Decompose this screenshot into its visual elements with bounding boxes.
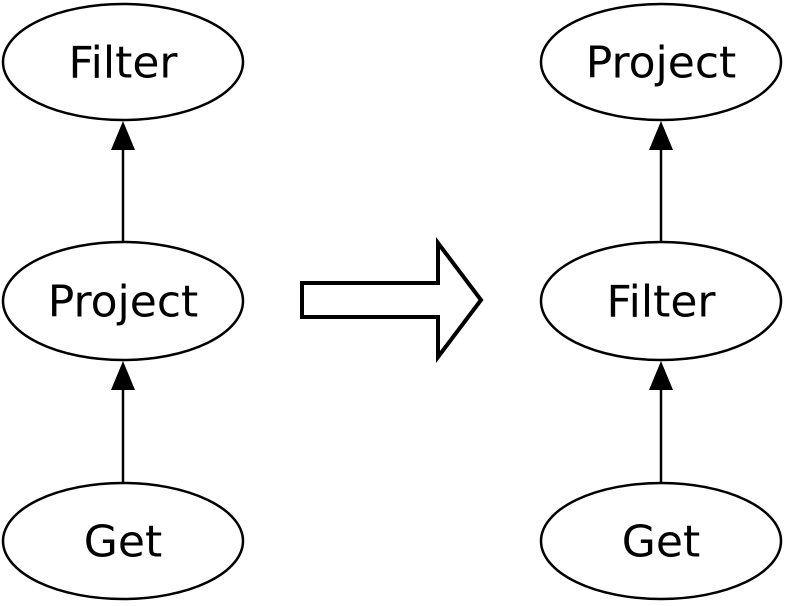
arrowhead-up-icon bbox=[649, 361, 673, 390]
node-label: Get bbox=[84, 516, 162, 567]
node-ellipse bbox=[539, 2, 783, 122]
node-label: Project bbox=[48, 276, 199, 327]
node-ellipse bbox=[1, 240, 245, 362]
node-label: Project bbox=[586, 37, 737, 88]
block-arrow-right-icon bbox=[300, 237, 484, 363]
arrowhead-up-icon bbox=[111, 361, 135, 390]
node-ellipse bbox=[539, 240, 783, 362]
arrowhead-up-icon bbox=[111, 121, 135, 150]
node-ellipse bbox=[539, 481, 783, 601]
node-ellipse bbox=[1, 481, 245, 601]
node-label: Get bbox=[622, 516, 700, 567]
arrowhead-up-icon bbox=[649, 121, 673, 150]
node-ellipse bbox=[1, 2, 245, 122]
after-graph: Project Filter Get bbox=[539, 2, 783, 601]
before-graph: Filter Project Get bbox=[1, 2, 245, 601]
node-label: Filter bbox=[607, 276, 717, 327]
node-label: Filter bbox=[69, 37, 179, 88]
